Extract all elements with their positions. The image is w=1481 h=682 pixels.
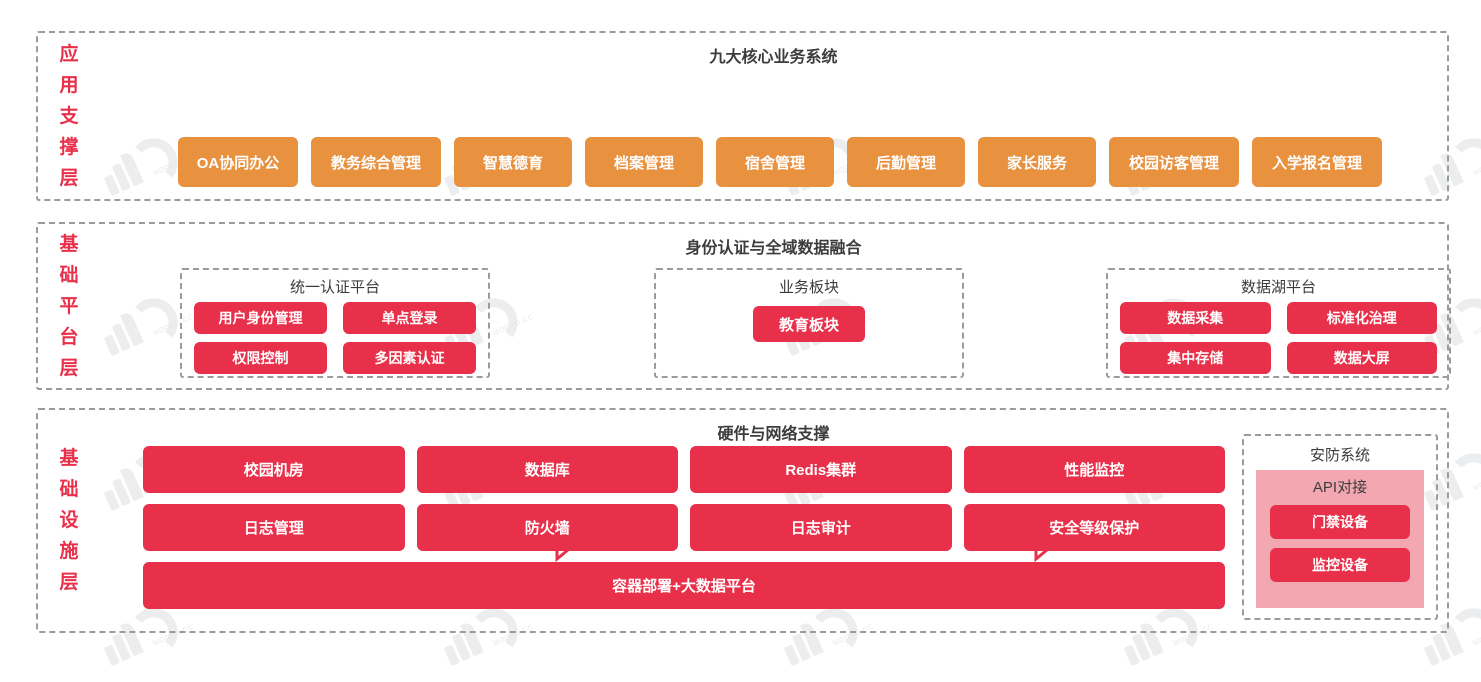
- app-system-box[interactable]: 档案管理: [585, 137, 703, 187]
- layer-label-char: 层: [59, 572, 79, 593]
- layer-label-application-support: 应 用 支 撑 层: [38, 33, 100, 199]
- app-system-box[interactable]: 宿舍管理: [716, 137, 834, 187]
- auth-item-box[interactable]: 单点登录: [343, 302, 476, 334]
- data-lake-item-box[interactable]: 集中存储: [1120, 342, 1271, 374]
- layer-label-char: 层: [59, 167, 79, 189]
- auth-item-box[interactable]: 多因素认证: [343, 342, 476, 374]
- infrastructure-row-full: 容器部署+大数据平台: [143, 562, 1225, 609]
- auth-items-grid: 用户身份管理 单点登录 权限控制 多因素认证: [194, 302, 476, 374]
- group-title: 数据湖平台: [1240, 279, 1316, 296]
- infrastructure-row: 日志管理 防火墙 日志审计 安全等级保护: [143, 504, 1225, 551]
- security-device-box[interactable]: 监控设备: [1270, 548, 1410, 582]
- security-device-box[interactable]: 门禁设备: [1270, 505, 1410, 539]
- layer-label-char: 础: [59, 479, 79, 500]
- data-lake-item-box[interactable]: 数据大屏: [1286, 342, 1437, 374]
- infra-item-box[interactable]: 日志审计: [690, 504, 952, 551]
- watermark-text: MODAO.CC: [1472, 468, 1481, 493]
- infra-item-box[interactable]: 日志管理: [143, 504, 405, 551]
- group-unified-authentication-platform: 统一认证平台 用户身份管理 单点登录 权限控制 多因素认证: [180, 268, 490, 378]
- business-item-box[interactable]: 教育板块: [753, 306, 865, 342]
- layer-label-base-platform: 基 础 平 台 层: [38, 224, 100, 388]
- auth-item-box[interactable]: 权限控制: [194, 342, 327, 374]
- data-lake-item-box[interactable]: 标准化治理: [1286, 302, 1437, 334]
- app-system-box[interactable]: 家长服务: [978, 137, 1096, 187]
- group-title: 安防系统: [1309, 447, 1370, 464]
- layer-infrastructure: 基 础 设 施 层 硬件与网络支撑 校园机房 数据库 Redis集群 性能监控 …: [36, 408, 1449, 633]
- infra-item-box[interactable]: Redis集群: [690, 446, 952, 493]
- layer-label-char: 施: [59, 541, 79, 562]
- app-system-box[interactable]: 校园访客管理: [1109, 137, 1239, 187]
- data-lake-items-grid: 数据采集 标准化治理 集中存储 数据大屏: [1120, 302, 1437, 374]
- group-security-system: 安防系统 API对接 门禁设备 监控设备: [1242, 434, 1438, 620]
- group-title: 统一认证平台: [289, 279, 380, 296]
- layer-label-char: 平: [59, 295, 79, 317]
- layer-label-infrastructure: 基 础 设 施 层: [38, 410, 100, 631]
- app-system-box[interactable]: 入学报名管理: [1252, 137, 1382, 187]
- layer-label-char: 台: [59, 326, 79, 348]
- app-system-box[interactable]: 后勤管理: [847, 137, 965, 187]
- infra-item-box[interactable]: 性能监控: [963, 446, 1225, 493]
- layer-title-base-platform: 身份认证与全域数据融合: [685, 240, 862, 257]
- layer-title-application-support: 九大核心业务系统: [709, 49, 838, 66]
- infra-item-box[interactable]: 校园机房: [143, 446, 405, 493]
- layer-application-support: 应 用 支 撑 层 九大核心业务系统 OA协同办公 教务综合管理 智慧德育 档案…: [36, 31, 1449, 201]
- infra-item-box[interactable]: 安全等级保护: [963, 504, 1225, 551]
- watermark-text: MODAO.CC: [1472, 153, 1481, 178]
- layer-label-char: 支: [59, 105, 79, 127]
- api-integration-title: API对接: [1312, 479, 1368, 496]
- layer-label-char: 础: [59, 264, 79, 286]
- app-system-box[interactable]: OA协同办公: [178, 137, 298, 187]
- watermark-text: MODAO.CC: [1472, 623, 1481, 648]
- infrastructure-row: 校园机房 数据库 Redis集群 性能监控: [143, 446, 1225, 493]
- layer-label-char: 设: [59, 510, 79, 531]
- layer-title-infrastructure: 硬件与网络支撑: [717, 426, 830, 443]
- layer-label-char: 撑: [59, 136, 79, 158]
- app-system-box[interactable]: 智慧德育: [454, 137, 572, 187]
- watermark-text: MODAO.CC: [1472, 313, 1481, 338]
- layer-label-char: 基: [59, 448, 79, 469]
- auth-item-box[interactable]: 用户身份管理: [194, 302, 327, 334]
- infra-platform-box[interactable]: 容器部署+大数据平台: [143, 562, 1225, 609]
- group-data-lake-platform: 数据湖平台 数据采集 标准化治理 集中存储 数据大屏: [1106, 268, 1451, 378]
- layer-label-char: 用: [59, 74, 79, 96]
- layer-label-char: 应: [59, 43, 79, 65]
- infra-item-box[interactable]: 防火墙: [416, 504, 678, 551]
- layer-label-char: 层: [59, 357, 79, 379]
- layer-base-platform: 基 础 平 台 层 身份认证与全域数据融合 统一认证平台 用户身份管理 单点登录…: [36, 222, 1451, 563]
- group-business-section: 业务板块 教育板块: [654, 268, 964, 378]
- application-system-row: OA协同办公 教务综合管理 智慧德育 档案管理 宿舍管理 后勤管理 家长服务 校…: [178, 137, 1382, 187]
- infrastructure-grid: 校园机房 数据库 Redis集群 性能监控 日志管理 防火墙 日志审计 安全等级…: [143, 446, 1225, 609]
- infra-item-box[interactable]: 数据库: [416, 446, 678, 493]
- group-title: 业务板块: [778, 279, 839, 296]
- api-integration-panel: API对接 门禁设备 监控设备: [1256, 470, 1424, 608]
- layer-label-char: 基: [59, 233, 79, 255]
- data-lake-item-box[interactable]: 数据采集: [1120, 302, 1271, 334]
- app-system-box[interactable]: 教务综合管理: [311, 137, 441, 187]
